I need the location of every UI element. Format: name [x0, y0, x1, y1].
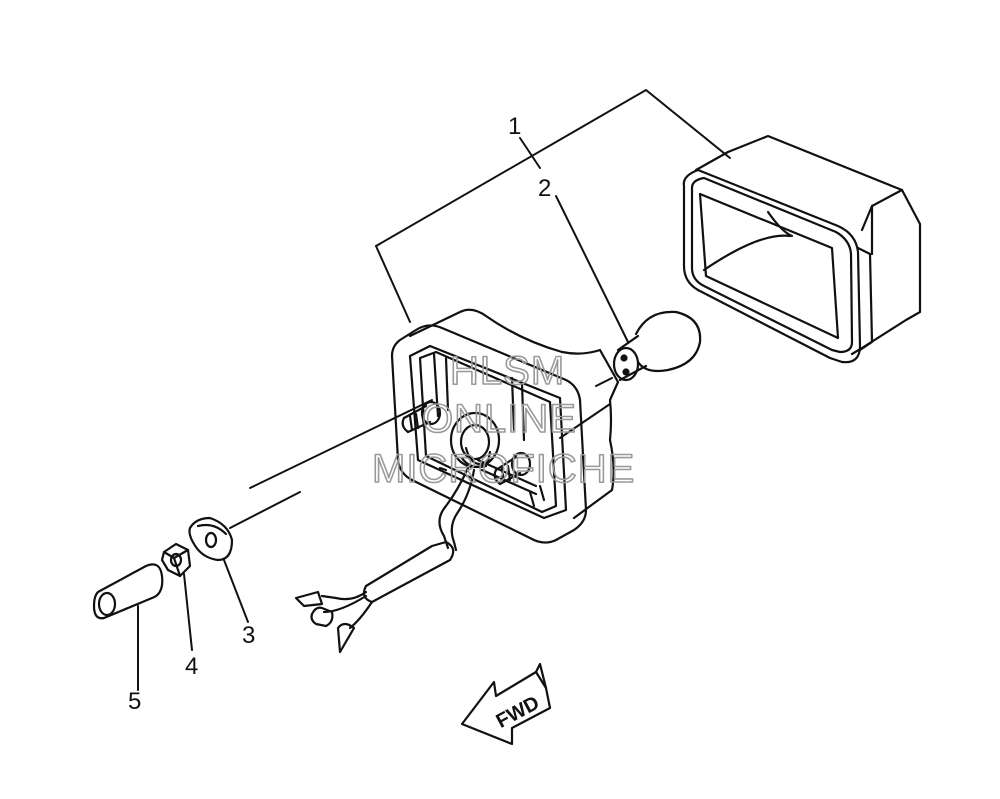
fwd-label: FWD — [493, 692, 544, 733]
wire-harness — [294, 466, 476, 654]
tail-light-base — [390, 308, 620, 544]
watermark-line-3: MICROFICHE — [372, 447, 635, 491]
leader-lines — [137, 89, 731, 691]
mounting-stud-right — [493, 451, 532, 486]
callout-1: 1 — [508, 113, 521, 140]
fwd-direction-arrow: FWD — [460, 662, 552, 746]
watermark: HLSM ONLINE MICROFICHE — [371, 348, 635, 492]
watermark-line-2: ONLINE — [422, 397, 577, 441]
watermark-line-1: HLSM — [450, 349, 565, 393]
callout-4: 4 — [185, 653, 198, 680]
callout-3: 3 — [242, 622, 255, 649]
callout-2: 2 — [538, 175, 551, 202]
nut — [160, 542, 192, 578]
collar-spacer — [92, 563, 164, 620]
mounting-stud-left — [401, 400, 442, 434]
tail-light-lens — [682, 134, 922, 364]
bulb — [612, 310, 702, 382]
washer — [188, 516, 234, 562]
bulb-socket — [449, 411, 501, 469]
callout-5: 5 — [128, 688, 141, 715]
